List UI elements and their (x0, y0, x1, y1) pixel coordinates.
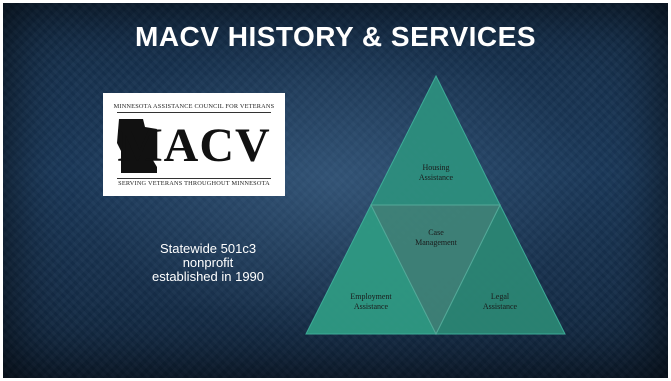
slide-title: MACV HISTORY & SERVICES (135, 21, 536, 52)
housing-assistance-label: Housing Assistance (418, 163, 454, 182)
minnesota-state-icon (117, 119, 157, 173)
description-line: nonprofit (182, 255, 234, 270)
description-line: established in 1990 (151, 269, 265, 284)
case-management-triangle (370, 204, 501, 336)
logo-bottom-text: SERVING VETERANS THROUGHOUT MINNESOTA (118, 180, 270, 187)
logo-divider-top (117, 112, 271, 113)
macv-logo: MINNESOTA ASSISTANCE COUNCIL FOR VETERAN… (103, 93, 285, 196)
services-triangle-diagram (305, 74, 566, 336)
organization-description: Statewide 501c3 nonprofit established in… (133, 242, 283, 284)
logo-divider-bottom (117, 178, 271, 179)
case-management-label: Case Management (415, 228, 457, 247)
slide: MACV HISTORY & SERVICES MINNESOTA ASSIST… (3, 3, 668, 378)
logo-top-text: MINNESOTA ASSISTANCE COUNCIL FOR VETERAN… (113, 103, 275, 110)
employment-assistance-label: Employment Assistance (350, 292, 392, 311)
housing-assistance-triangle (370, 74, 501, 206)
legal-assistance-label: Legal Assistance (482, 292, 518, 311)
description-line: Statewide 501c3 (159, 241, 257, 256)
logo-wordmark: MACV (117, 119, 271, 172)
